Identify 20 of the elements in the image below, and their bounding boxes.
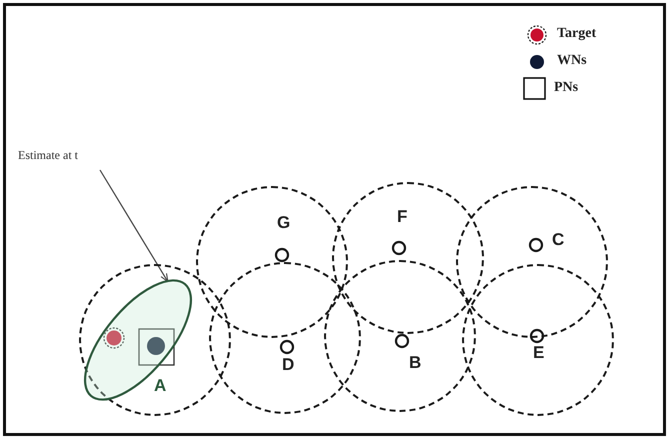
leader-arrow — [99, 170, 168, 282]
coverage-circle — [196, 186, 348, 338]
coverage-circle — [79, 264, 231, 416]
cell-label: E — [533, 344, 544, 361]
cell-label: F — [397, 208, 408, 225]
cell-label: C — [552, 231, 564, 248]
coverage-circle — [324, 260, 476, 412]
coverage-circle — [209, 262, 361, 414]
coverage-circle — [332, 182, 484, 334]
legend-label: WNs — [557, 53, 587, 69]
legend-label: PNs — [554, 80, 578, 96]
coverage-circle — [462, 264, 614, 416]
cell-label: G — [277, 214, 290, 231]
coverage-circle — [456, 186, 608, 338]
annotation-text: Estimate at t — [18, 148, 78, 163]
cell-label: D — [282, 356, 294, 373]
cell-label: A — [154, 377, 166, 394]
legend-label: Target — [557, 26, 596, 42]
cell-label: B — [409, 354, 422, 371]
estimate-ellipse — [84, 279, 192, 401]
